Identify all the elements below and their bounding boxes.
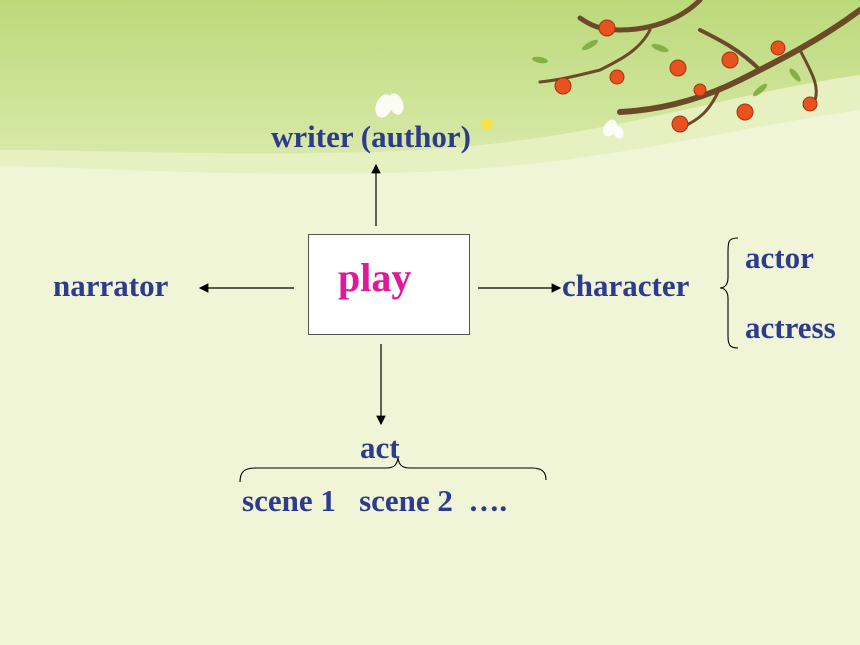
top-label: writer (author) [271, 119, 472, 154]
sun-dot-icon [481, 118, 493, 130]
bottom-brace [239, 457, 547, 483]
butterfly-icon [375, 93, 624, 139]
left-label: narrator [53, 268, 169, 303]
right-brace [719, 237, 739, 349]
right-branch-actor: actor [745, 240, 814, 275]
leaf-icons [532, 39, 801, 97]
bottom-label: act [360, 430, 400, 465]
center-label: play [338, 255, 412, 300]
bottom-branches: scene 1 scene 2 …. [242, 483, 508, 518]
right-label: character [562, 268, 690, 303]
right-branch-actress: actress [745, 310, 836, 345]
persimmon-fruits [554, 19, 818, 133]
center-box [308, 234, 470, 335]
